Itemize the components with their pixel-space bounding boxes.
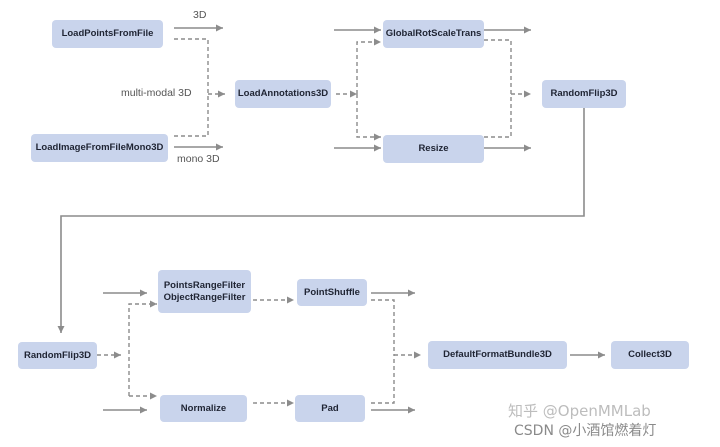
node-label: PointShuffle <box>304 286 360 298</box>
node-label: LoadPointsFromFile <box>61 28 154 39</box>
dashed-image-to-annotations <box>174 94 209 137</box>
node-load-annotations3d: LoadAnnotations3D <box>235 80 331 108</box>
node-label: Resize <box>418 143 449 154</box>
node-load-image-from-file-mono3d: LoadImageFromFileMono3D <box>31 134 168 162</box>
node-random-flip3d-top: RandomFlip3D <box>542 80 626 108</box>
node-global-rot-scale-trans: GlobalRotScaleTrans <box>383 20 484 48</box>
node-label: Normalize <box>180 402 227 414</box>
node-random-flip3d-bottom: RandomFlip3D <box>18 342 97 369</box>
label-multi-modal-3d: multi-modal 3D <box>121 87 192 99</box>
node-default-format-bundle3d: DefaultFormatBundle3D <box>428 341 567 369</box>
watermark-csdn: CSDN @小酒馆燃着灯 <box>514 423 657 439</box>
node-normalize: Normalize <box>160 395 247 422</box>
arrow-wraparound <box>57 107 585 333</box>
node-label: Pad <box>321 402 339 414</box>
watermark-zhihu: 知乎 @OpenMMLab <box>508 402 651 420</box>
node-load-points-from-file: LoadPointsFromFile <box>52 20 163 48</box>
node-label: GlobalRotScaleTrans <box>385 28 482 39</box>
node-label: RandomFlip3D <box>23 349 92 361</box>
node-range-filters: PointsRangeFilter ObjectRangeFilter <box>158 270 251 313</box>
dashed-points-to-annotations <box>174 38 209 94</box>
dashed-split-top <box>356 38 381 94</box>
object-range-filter-label: ObjectRangeFilter <box>163 291 246 303</box>
node-point-shuffle: PointShuffle <box>297 279 367 306</box>
points-range-filter-label: PointsRangeFilter <box>163 279 246 291</box>
dashed-shuffle-merge <box>371 299 395 355</box>
node-label: LoadImageFromFileMono3D <box>35 142 164 153</box>
node-pad: Pad <box>295 395 365 422</box>
label-mono-3d: mono 3D <box>177 153 220 165</box>
dashed-split-up <box>128 300 157 396</box>
dashed-pad-merge <box>371 355 395 404</box>
node-collect3d: Collect3D <box>611 341 689 369</box>
label-3d: 3D <box>193 9 207 21</box>
dashed-merge-top <box>484 39 512 94</box>
node-label: Collect3D <box>628 349 672 360</box>
node-label: DefaultFormatBundle3D <box>443 349 552 360</box>
dashed-split-bottom <box>356 94 381 141</box>
node-label: LoadAnnotations3D <box>237 88 329 99</box>
node-resize: Resize <box>383 135 484 163</box>
node-label: RandomFlip3D <box>550 88 618 99</box>
dashed-merge-bottom <box>484 94 512 138</box>
